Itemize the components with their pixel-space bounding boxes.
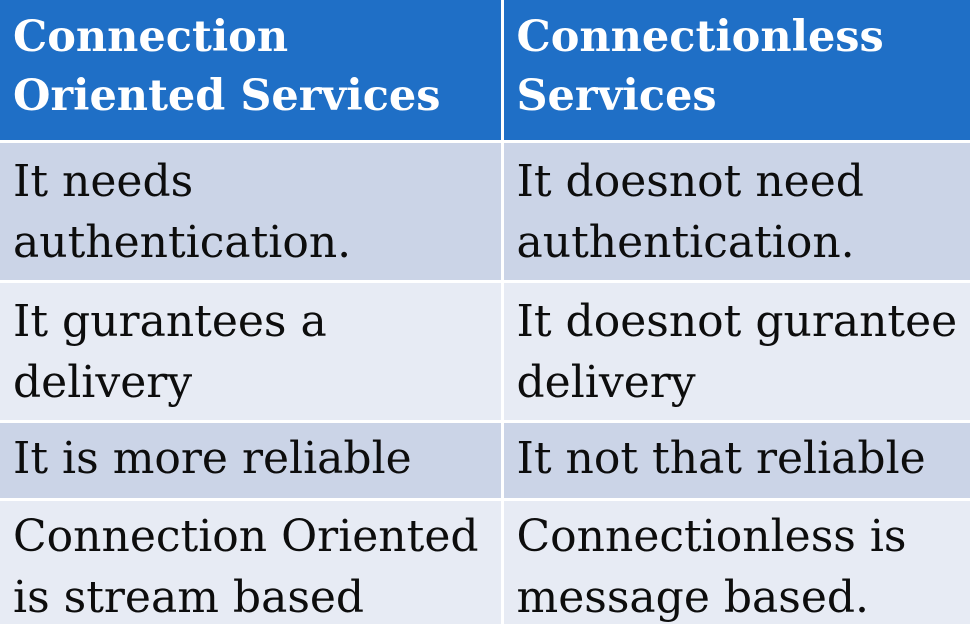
cell-line: It doesnot gurantee a [516,295,970,347]
table-row: It needs authentication. It doesnot need… [0,141,970,283]
cell-line: It is more reliable [13,432,412,484]
cell-line: delivery [13,356,193,408]
cell-connection-oriented: It is more reliable [0,421,504,501]
cell-connection-oriented: Connection Oriented is stream based [0,499,504,624]
table-row: It gurantees a delivery It doesnot guran… [0,281,970,423]
cell-line: It gurantees a [13,295,327,347]
table-row: It is more reliable It not that reliable [0,421,970,501]
cell-line: authentication. [516,216,855,268]
cell-connectionless: Connectionless is message based. [502,499,970,624]
cell-line: Connection Oriented [13,510,479,562]
table-row: Connection Oriented is stream based Conn… [0,499,970,624]
cell-connection-oriented: It needs authentication. [0,141,504,283]
cell-line: is stream based [13,571,365,623]
header-line: Connectionless [516,12,884,62]
header-line: Services [516,71,717,121]
header-row: Connection Oriented Services Connectionl… [0,0,970,143]
header-connectionless: Connectionless Services [502,0,970,143]
header-line: Connection [13,12,289,62]
cell-line: delivery [516,356,696,408]
cell-line: It doesnot need [516,155,864,207]
cell-connectionless: It doesnot gurantee a delivery [502,281,970,423]
cell-connectionless: It doesnot need authentication. [502,141,970,283]
cell-connection-oriented: It gurantees a delivery [0,281,504,423]
header-line: Oriented Services [13,71,441,121]
cell-line: It needs [13,155,194,207]
cell-line: message based. [516,571,870,623]
cell-line: Connectionless is [516,510,907,562]
header-connection-oriented: Connection Oriented Services [0,0,504,143]
cell-line: authentication. [13,216,352,268]
cell-connectionless: It not that reliable [502,421,970,501]
cell-line: It not that reliable [516,432,926,484]
